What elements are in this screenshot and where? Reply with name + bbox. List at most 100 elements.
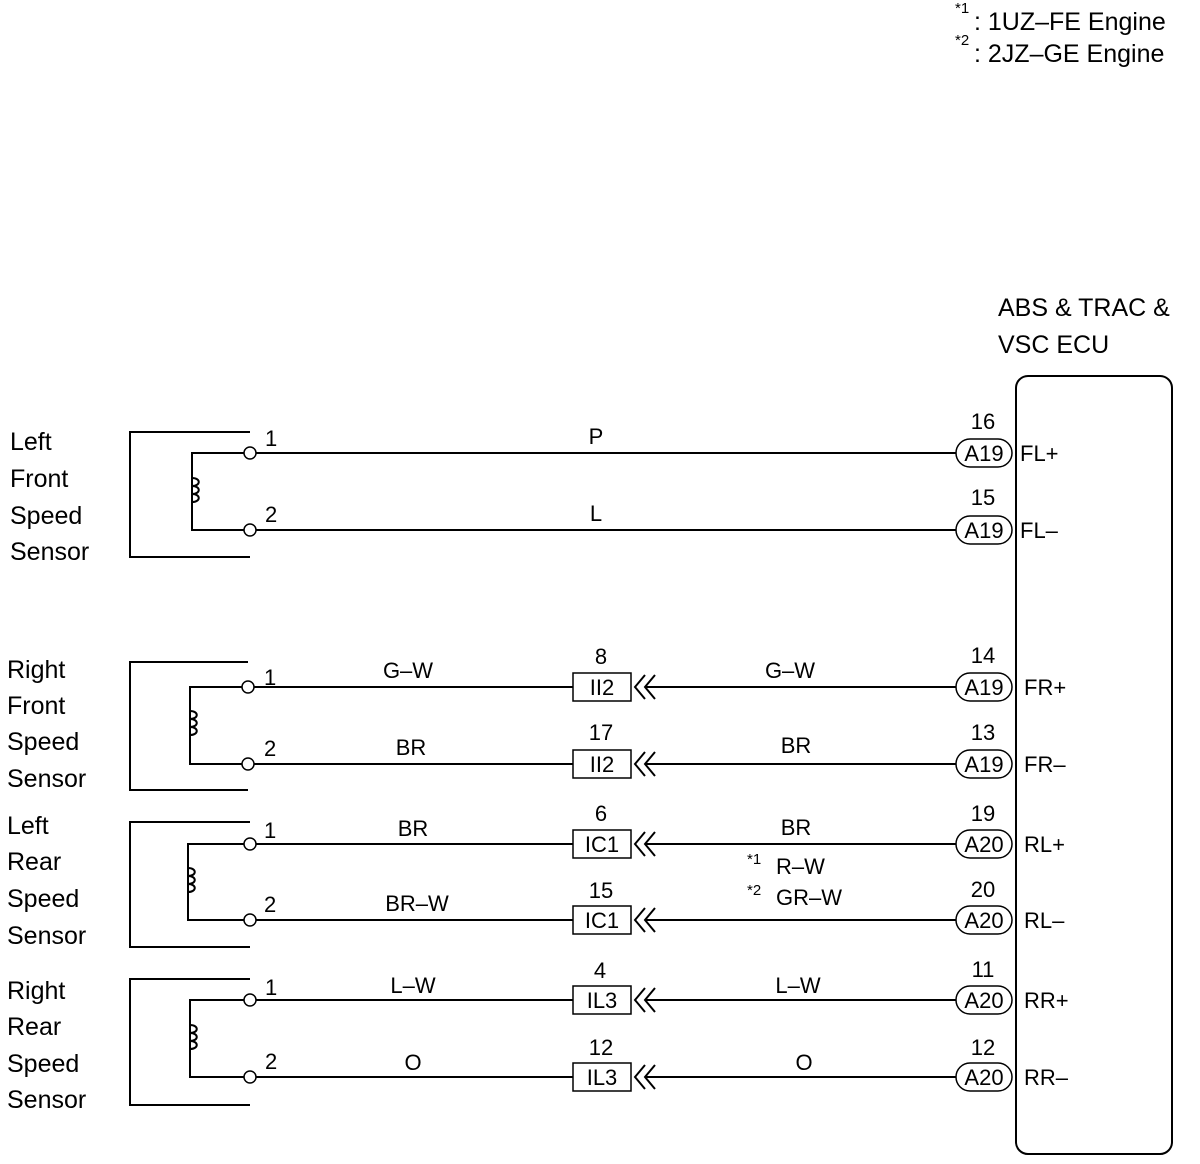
ecu-connector-tag [955, 672, 1013, 702]
sensor-right-front: Right Front Speed Sensor 1 G–W 8 II2 G–W… [7, 643, 1066, 793]
ecu-connector-code: A20 [964, 1065, 1003, 1090]
coil-icon [187, 867, 196, 893]
wire-color-label: L–W [390, 973, 435, 998]
sensor-label-line: Front [7, 692, 65, 720]
ecu-signal-name: RR+ [1024, 988, 1069, 1013]
note-2-text: : 2JZ–GE Engine [974, 40, 1164, 68]
inline-connector [572, 672, 632, 702]
sensor-terminal [243, 523, 257, 537]
inline-connector [572, 829, 632, 859]
ecu-connector-code: A20 [964, 832, 1003, 857]
coil-icon [189, 1024, 198, 1050]
inline-connector-code: IC1 [585, 832, 619, 857]
inline-connector-code: II2 [590, 752, 614, 777]
sensor-label-line: Sensor [7, 1086, 86, 1114]
ecu-signal-name: FR– [1024, 752, 1066, 777]
sensor-right-rear: Right Rear Speed Sensor 1 L–W 4 IL3 L–W … [7, 957, 1069, 1114]
sensor-label-line: Rear [7, 848, 61, 876]
coil-lead [189, 686, 248, 765]
ecu-pin-number: 19 [971, 801, 995, 826]
coil-lead [187, 843, 250, 921]
wire-color-label: P [589, 424, 604, 449]
sensor-terminal [243, 993, 257, 1007]
ecu-connector-code: A19 [964, 675, 1003, 700]
variant-mark: *1 [747, 851, 761, 868]
wire-color-label: BR [398, 816, 429, 841]
sensor-box [129, 431, 250, 558]
ecu-signal-name: FL– [1020, 518, 1059, 543]
ecu-connector-tag [955, 749, 1013, 779]
ecu-connector-code: A19 [964, 752, 1003, 777]
ecu-connector-code: A19 [964, 441, 1003, 466]
sensor-pin-number: 1 [264, 665, 276, 690]
sensor-terminal [241, 680, 255, 694]
ecu-pin-number: 12 [971, 1035, 995, 1060]
ecu-connector-code: A20 [964, 988, 1003, 1013]
sensor-label-line: Left [7, 812, 49, 840]
variant-mark: *2 [747, 882, 761, 899]
sensor-pin-number: 2 [264, 736, 276, 761]
inline-connector [572, 1062, 632, 1092]
ecu-connector-code: A20 [964, 908, 1003, 933]
wire-color-label: BR–W [385, 891, 449, 916]
wire-color-label: O [404, 1050, 421, 1075]
sensor-box [129, 661, 248, 791]
coil-icon [191, 477, 200, 503]
ecu-signal-name: RR– [1024, 1065, 1069, 1090]
sensor-label-line: Sensor [7, 765, 86, 793]
ecu-signal-name: RL– [1024, 908, 1065, 933]
sensor-left-front: Left Front Speed Sensor 1 P 16 A19 FL+ 2… [10, 409, 1059, 566]
inline-connector-code: IC1 [585, 908, 619, 933]
wire-color-label: L [590, 501, 602, 526]
ecu-connector-code: A19 [964, 518, 1003, 543]
ecu-pin-number: 20 [971, 877, 995, 902]
ecu-connector-tag [955, 515, 1013, 545]
sensor-terminal [243, 837, 257, 851]
sensor-pin-number: 2 [264, 892, 276, 917]
ecu-pin-number: 16 [971, 409, 995, 434]
note-2-mark: *2 [955, 32, 969, 49]
wire-color-label: BR [396, 735, 427, 760]
connector-pin-number: 17 [589, 720, 613, 745]
sensor-pin-number: 2 [265, 1049, 277, 1074]
sensor-label-line: Sensor [10, 538, 89, 566]
ecu: ABS & TRAC & VSC ECU [998, 294, 1173, 1155]
connector-pin-number: 12 [589, 1035, 613, 1060]
sensor-label-line: Speed [7, 885, 79, 913]
sensor-terminal [243, 913, 257, 927]
ecu-connector-tag [955, 1062, 1013, 1092]
wire-color-label: G–W [765, 658, 815, 683]
coil-icon [189, 710, 198, 736]
sensor-pin-number: 1 [264, 818, 276, 843]
sensor-label-line: Speed [7, 1050, 79, 1078]
wire-color-label: G–W [383, 658, 433, 683]
ecu-pin-number: 11 [972, 957, 995, 982]
sensor-left-rear: Left Rear Speed Sensor 1 BR 6 IC1 BR 19 … [7, 801, 1065, 950]
sensor-terminal [243, 1070, 257, 1084]
sensor-box [129, 821, 250, 948]
sensor-label-line: Right [7, 656, 65, 684]
inline-connector-code: IL3 [587, 988, 618, 1013]
sensor-label-line: Right [7, 977, 65, 1005]
connector-pin-number: 4 [594, 958, 606, 983]
connector-pin-number: 15 [589, 878, 613, 903]
engine-notes: *1 : 1UZ–FE Engine *2 : 2JZ–GE Engine [955, 0, 1166, 68]
variant-wire-color: GR–W [776, 885, 842, 910]
ecu-signal-name: RL+ [1024, 832, 1065, 857]
coil-lead [191, 452, 250, 531]
wire-color-label: BR [781, 733, 812, 758]
ecu-title-line-2: VSC ECU [998, 331, 1109, 359]
inline-connector-code: IL3 [587, 1065, 618, 1090]
ecu-title-line-1: ABS & TRAC & [998, 294, 1170, 322]
wire-color-label: O [795, 1050, 812, 1075]
ecu-pin-number: 13 [971, 720, 995, 745]
ecu-connector-tag [955, 438, 1013, 468]
note-1-text: : 1UZ–FE Engine [974, 8, 1166, 36]
sensor-box [129, 978, 250, 1106]
sensor-label-line: Left [10, 428, 52, 456]
sensor-terminal [241, 757, 255, 771]
wire-color-label: L–W [775, 973, 820, 998]
sensor-terminal [243, 446, 257, 460]
ecu-box [1015, 375, 1173, 1155]
